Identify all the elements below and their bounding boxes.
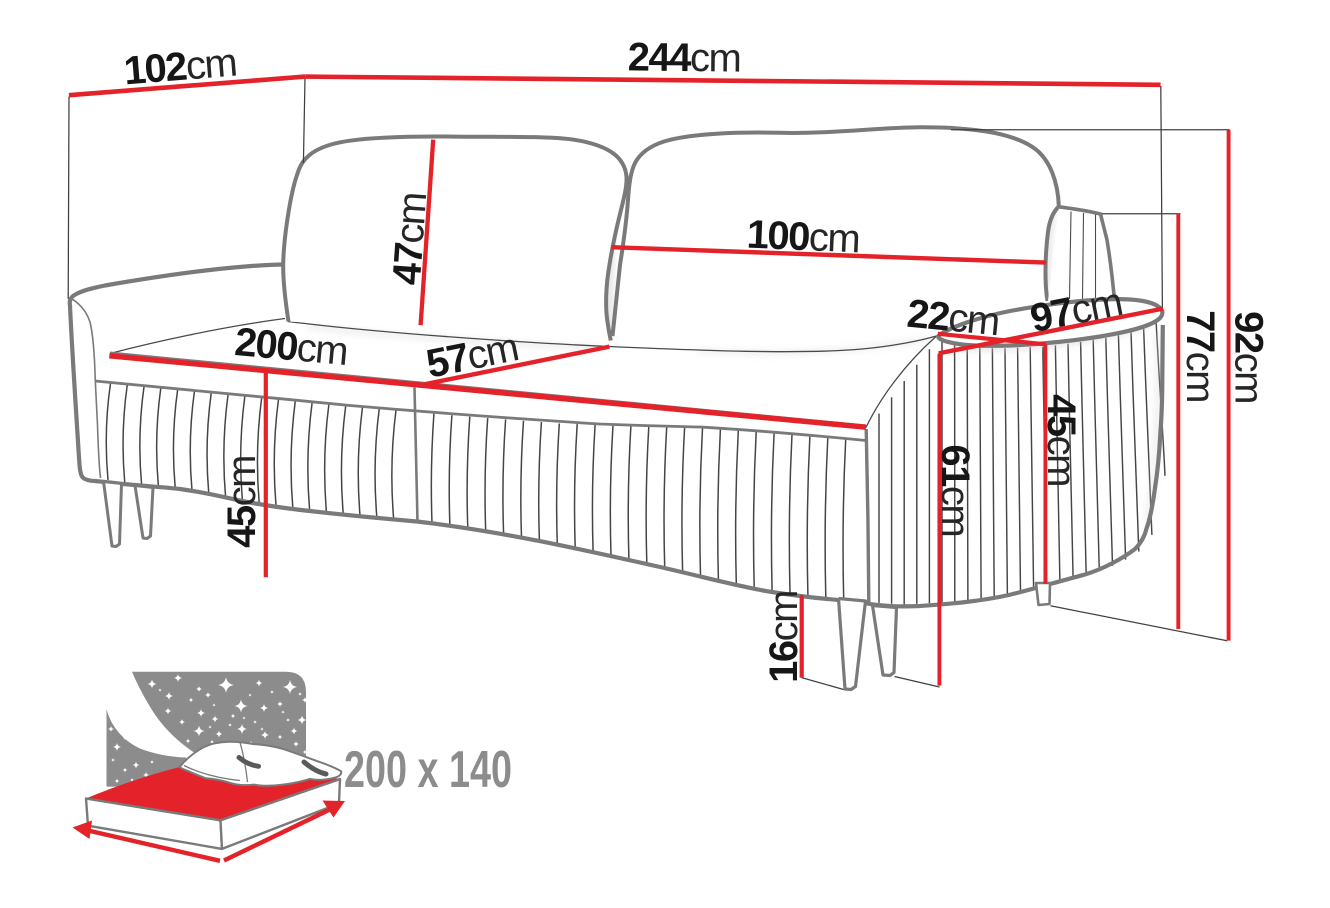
svg-text:16cm: 16cm xyxy=(762,591,806,683)
svg-text:57cm: 57cm xyxy=(423,325,522,386)
svg-text:47cm: 47cm xyxy=(385,192,435,287)
svg-text:100cm: 100cm xyxy=(746,213,860,262)
svg-text:200 x 140: 200 x 140 xyxy=(344,741,512,799)
svg-text:244cm: 244cm xyxy=(627,35,740,80)
svg-text:97cm: 97cm xyxy=(1027,280,1126,341)
svg-text:61cm: 61cm xyxy=(933,444,977,536)
svg-text:92cm: 92cm xyxy=(1227,311,1271,403)
svg-text:200cm: 200cm xyxy=(233,320,349,374)
svg-text:45cm: 45cm xyxy=(1039,394,1083,486)
svg-text:77cm: 77cm xyxy=(1178,310,1222,402)
svg-text:22cm: 22cm xyxy=(905,292,1001,345)
svg-text:102cm: 102cm xyxy=(122,41,238,94)
svg-text:45cm: 45cm xyxy=(220,456,264,548)
